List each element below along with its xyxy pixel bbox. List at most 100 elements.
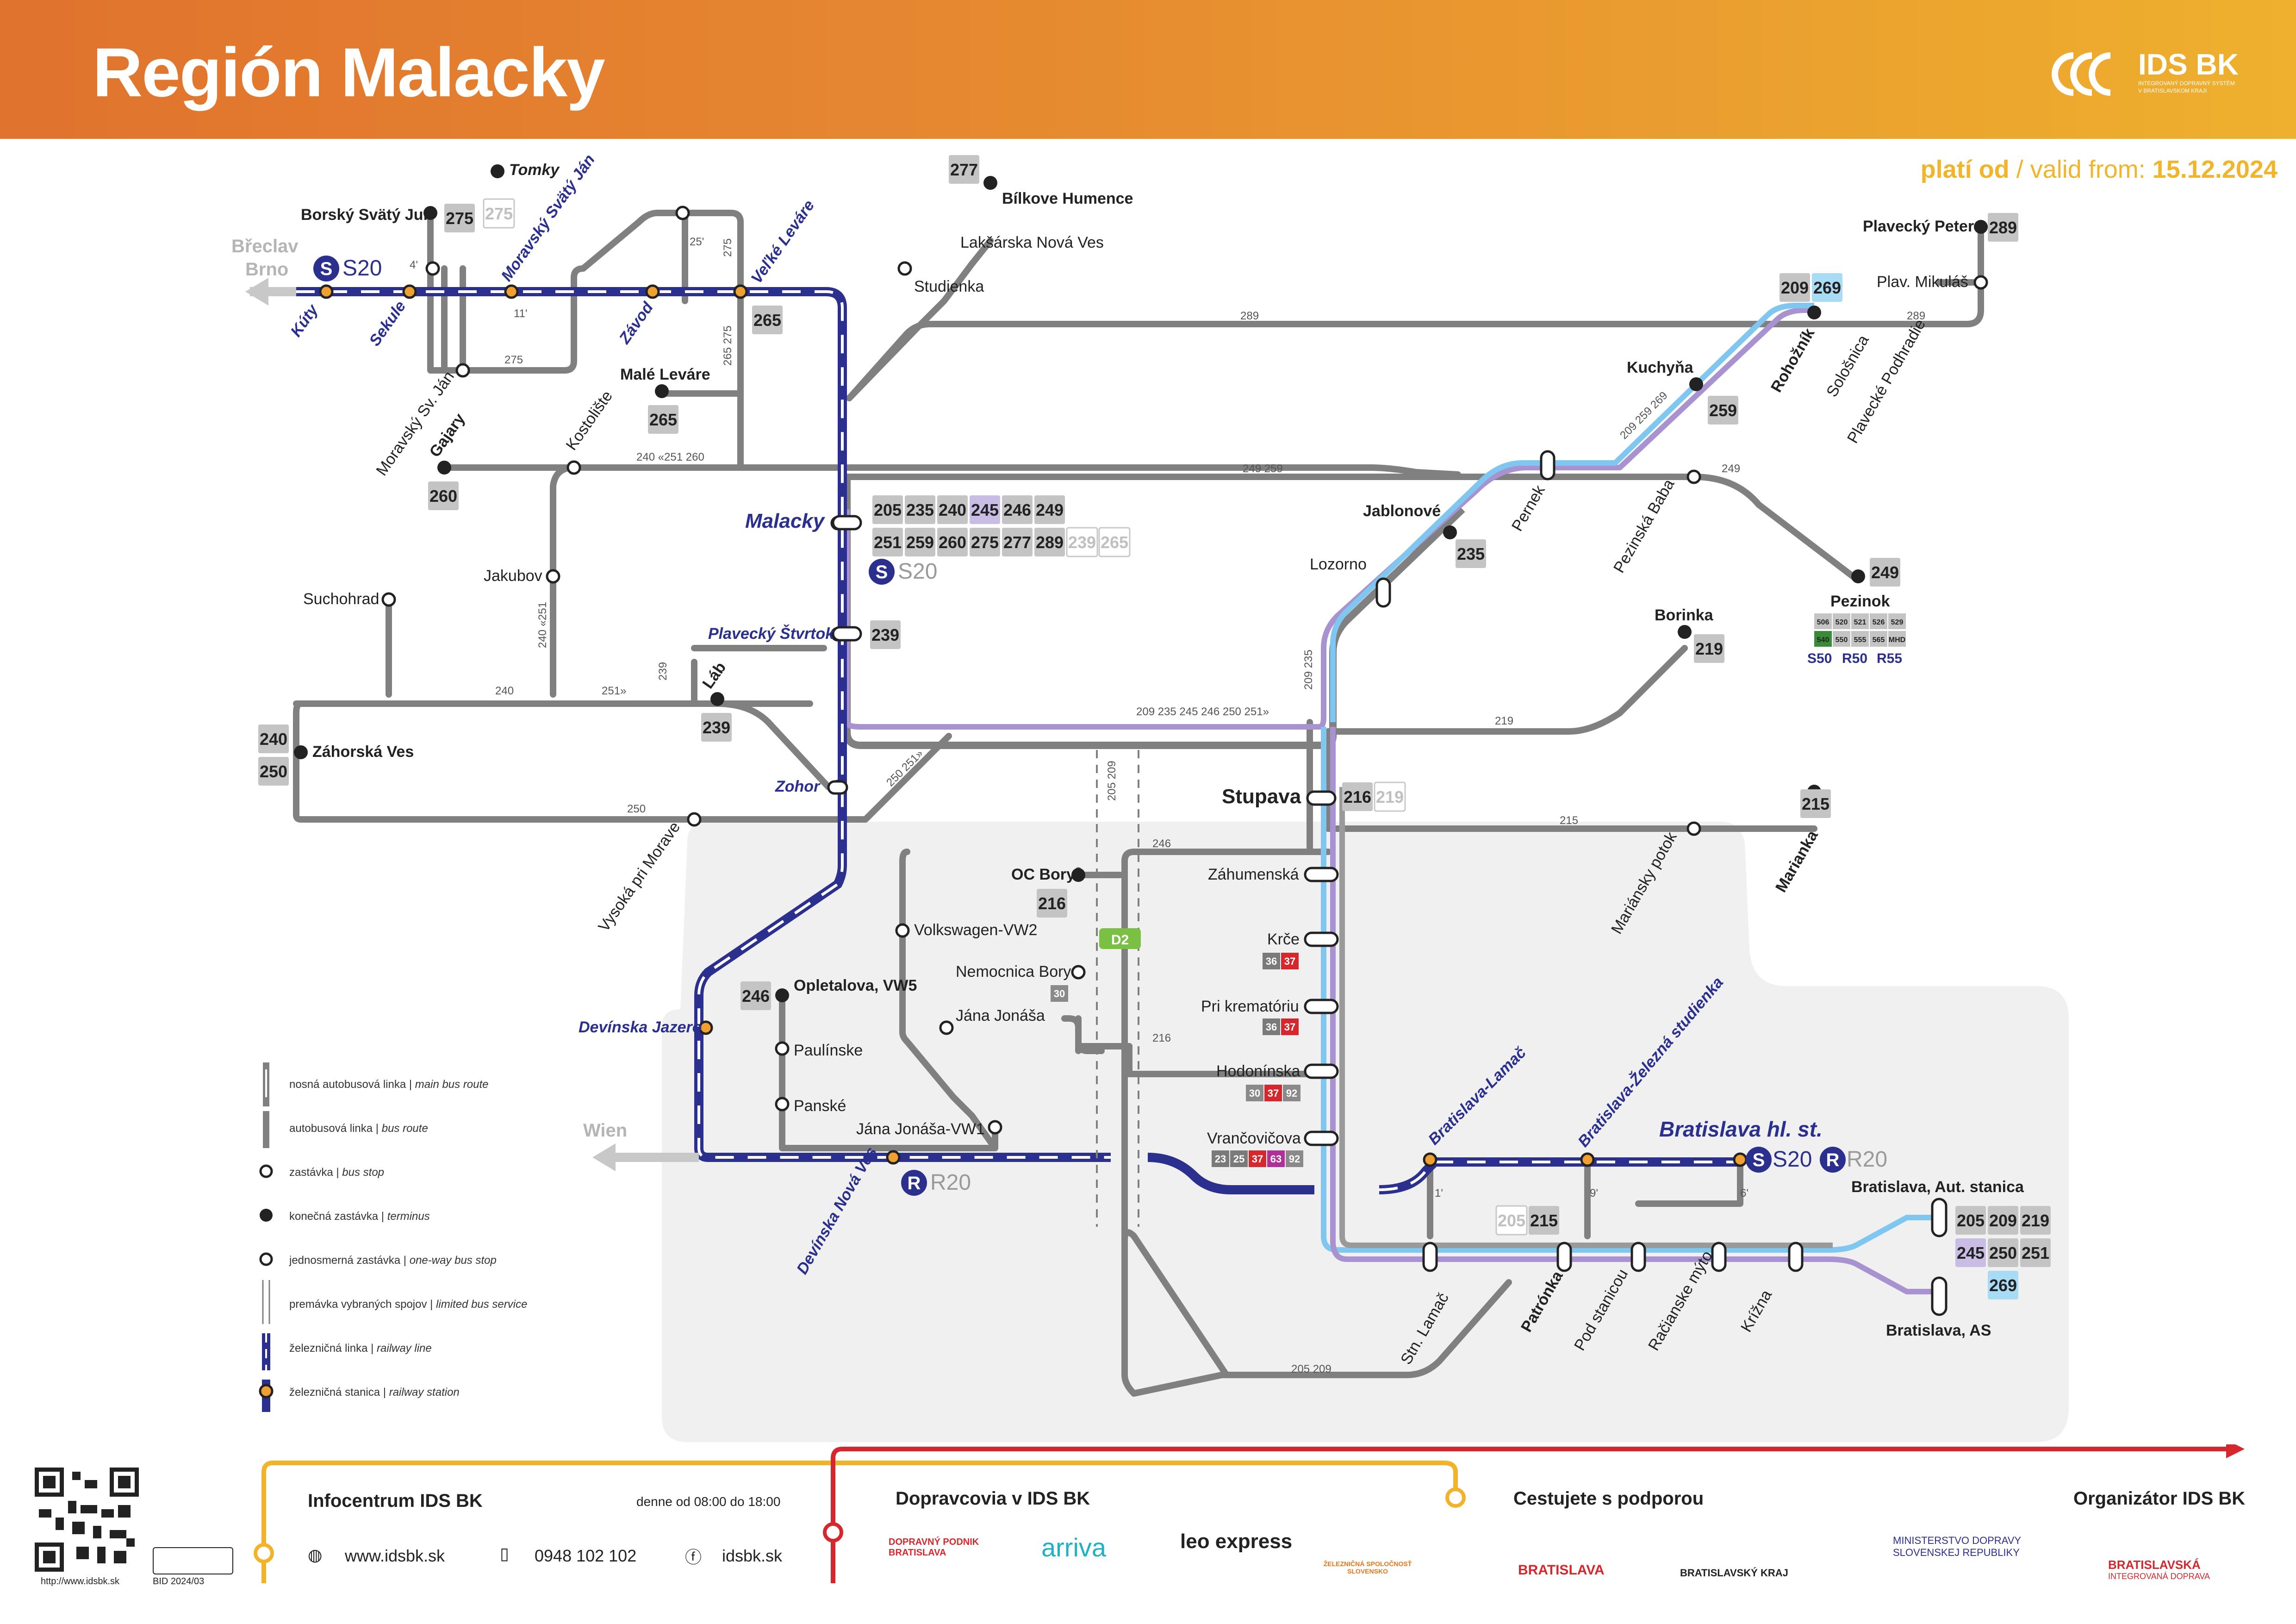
badge-stupava-216: 216 xyxy=(1342,782,1373,811)
svg-text:289: 289 xyxy=(1907,310,1925,322)
badge-malacky-251: 251 xyxy=(872,528,903,556)
svg-text:železničná stanica | railway s: železničná stanica | railway station xyxy=(289,1386,460,1399)
label-borinka: Borinka xyxy=(1655,606,1714,624)
ids-bk-logo-icon xyxy=(2052,52,2111,96)
legend: nosná autobusová linka | main bus route … xyxy=(259,1062,527,1412)
svg-text:Plavecký Štvrtok: Plavecký Štvrtok xyxy=(708,625,835,643)
bus-stops xyxy=(381,206,1988,1135)
badge-velke-levare: 265 xyxy=(752,306,783,334)
tram-krce-36: 36 xyxy=(1263,953,1280,969)
label-ba-as: Bratislava, AS xyxy=(1886,1322,1991,1339)
svg-text:251: 251 xyxy=(874,533,902,552)
pezinok-mhd-520: 520 xyxy=(1833,613,1850,629)
organizer-logo-sub: INTEGROVANÁ DOPRAVA xyxy=(2108,1572,2210,1581)
organizer-logo: BRATISLAVSKÁ xyxy=(2108,1558,2201,1572)
label-panske: Panské xyxy=(794,1097,846,1115)
svg-text:251: 251 xyxy=(2022,1243,2049,1262)
svg-text:25': 25' xyxy=(690,236,704,248)
svg-text:526: 526 xyxy=(1873,618,1885,626)
svg-text:205 209: 205 209 xyxy=(1106,761,1118,801)
label-jakubov: Jakubov xyxy=(484,567,542,585)
svg-text:275: 275 xyxy=(504,354,523,366)
network-map: Břeclav Brno Wien D2 xyxy=(231,151,2069,1442)
label-pezinska-baba: Pezinská Baba xyxy=(1610,476,1678,576)
arrow-breclav-icon xyxy=(245,278,268,306)
bid: BID 2024/03 xyxy=(153,1576,205,1587)
badge-bilkove: 277 xyxy=(949,155,979,184)
info-hours: denne od 08:00 do 18:00 xyxy=(636,1494,781,1509)
station-zelezna xyxy=(1580,1152,1595,1167)
facebook-link[interactable]: idsbk.sk xyxy=(722,1546,783,1565)
badge-malacky-240: 240 xyxy=(937,495,968,524)
badge-patronka-205: 205 xyxy=(1495,1205,1528,1236)
badge-malacky-260: 260 xyxy=(937,528,968,556)
svg-text:205 209: 205 209 xyxy=(1291,1363,1332,1375)
badge-malacky-205: 205 xyxy=(872,495,903,524)
svg-text:37: 37 xyxy=(1284,956,1295,967)
svg-text:289: 289 xyxy=(1989,218,2017,237)
d2-label: D2 xyxy=(1111,932,1129,948)
label-borsky: Borský Svätý Jur xyxy=(301,206,429,224)
svg-text:239: 239 xyxy=(657,662,669,681)
svg-text:289: 289 xyxy=(1036,533,1064,552)
svg-text:S: S xyxy=(876,562,888,582)
svg-text:550: 550 xyxy=(1836,636,1848,644)
svg-text:6': 6' xyxy=(1740,1187,1748,1199)
carrier-dpb-logo: DOPRAVNÝ PODNIK BRATISLAVA xyxy=(889,1537,979,1558)
badge-ba-251: 251 xyxy=(2020,1238,2051,1267)
tram-hodoninska-92: 92 xyxy=(1283,1085,1300,1101)
svg-text:215: 215 xyxy=(1802,794,1829,813)
svg-text:30: 30 xyxy=(1054,988,1065,999)
station-devinske-jazero xyxy=(698,1020,713,1035)
svg-text:289: 289 xyxy=(1240,310,1259,322)
svg-text:205: 205 xyxy=(874,500,902,519)
tram-krematorium-37: 37 xyxy=(1281,1018,1299,1035)
svg-text:251»: 251» xyxy=(602,685,626,697)
svg-text:219: 219 xyxy=(1495,715,1513,727)
svg-text:Zohor: Zohor xyxy=(775,778,821,795)
label-plav-mikulas: Plav. Mikuláš xyxy=(1877,273,1968,291)
tram-hodoninska-30: 30 xyxy=(1246,1085,1263,1101)
qr-url[interactable]: http://www.idsbk.sk xyxy=(41,1576,120,1587)
badge-malacky-245: 245 xyxy=(970,495,1000,524)
svg-text:235: 235 xyxy=(906,500,934,519)
badge-rohoznik-269: 269 xyxy=(1812,273,1842,302)
phone-icon: ▯ xyxy=(500,1544,509,1563)
badge-ba-209: 209 xyxy=(1988,1206,2018,1235)
tram-vrancovicova-92: 92 xyxy=(1286,1150,1303,1167)
s20-malacky: S20 xyxy=(898,559,937,584)
pezinok-mhd-540: 540 xyxy=(1814,631,1832,647)
svg-text:S: S xyxy=(320,259,333,279)
metro-corridor xyxy=(844,303,1939,1294)
label-marianka: Marianka xyxy=(1772,827,1822,895)
svg-text:209: 209 xyxy=(1781,278,1809,297)
pezinok-mhd-529: 529 xyxy=(1888,613,1906,629)
label-solosnica: Sološnica xyxy=(1823,332,1873,400)
svg-text:205: 205 xyxy=(1957,1211,1985,1230)
web-link[interactable]: www.idsbk.sk xyxy=(345,1546,445,1565)
svg-text:Závod: Závod xyxy=(616,299,657,348)
badge-ba-250: 250 xyxy=(1988,1238,2018,1267)
globe-icon: ◍ xyxy=(308,1545,323,1564)
svg-text:565: 565 xyxy=(1873,636,1885,644)
svg-text:216: 216 xyxy=(1038,894,1066,913)
badge-malacky-235: 235 xyxy=(905,495,935,524)
badge-malacky-259: 259 xyxy=(905,528,935,556)
label-stupava: Stupava xyxy=(1222,785,1301,808)
pezinok-mhd-506: 506 xyxy=(1814,613,1832,629)
s20-hlst: S20 xyxy=(1773,1147,1812,1172)
pezinok-mhd-565: 565 xyxy=(1870,631,1887,647)
pezinok-mhd-555: 555 xyxy=(1851,631,1869,647)
svg-text:240: 240 xyxy=(939,500,966,519)
phone-link[interactable]: 0948 102 102 xyxy=(535,1546,637,1565)
pezinok-mhd-550: 550 xyxy=(1833,631,1850,647)
d2-motorway xyxy=(1096,750,1139,1227)
svg-text:37: 37 xyxy=(1268,1087,1279,1099)
label-pri-krematoriu: Pri krematóriu xyxy=(1201,998,1299,1015)
svg-text:23: 23 xyxy=(1215,1153,1226,1165)
dir-wien: Wien xyxy=(583,1120,627,1141)
station-sekule xyxy=(402,284,417,299)
svg-text:249: 249 xyxy=(1871,563,1899,582)
pezinok-mhd-MHD: MHD xyxy=(1888,631,1906,647)
railway-lines xyxy=(250,287,1740,1194)
